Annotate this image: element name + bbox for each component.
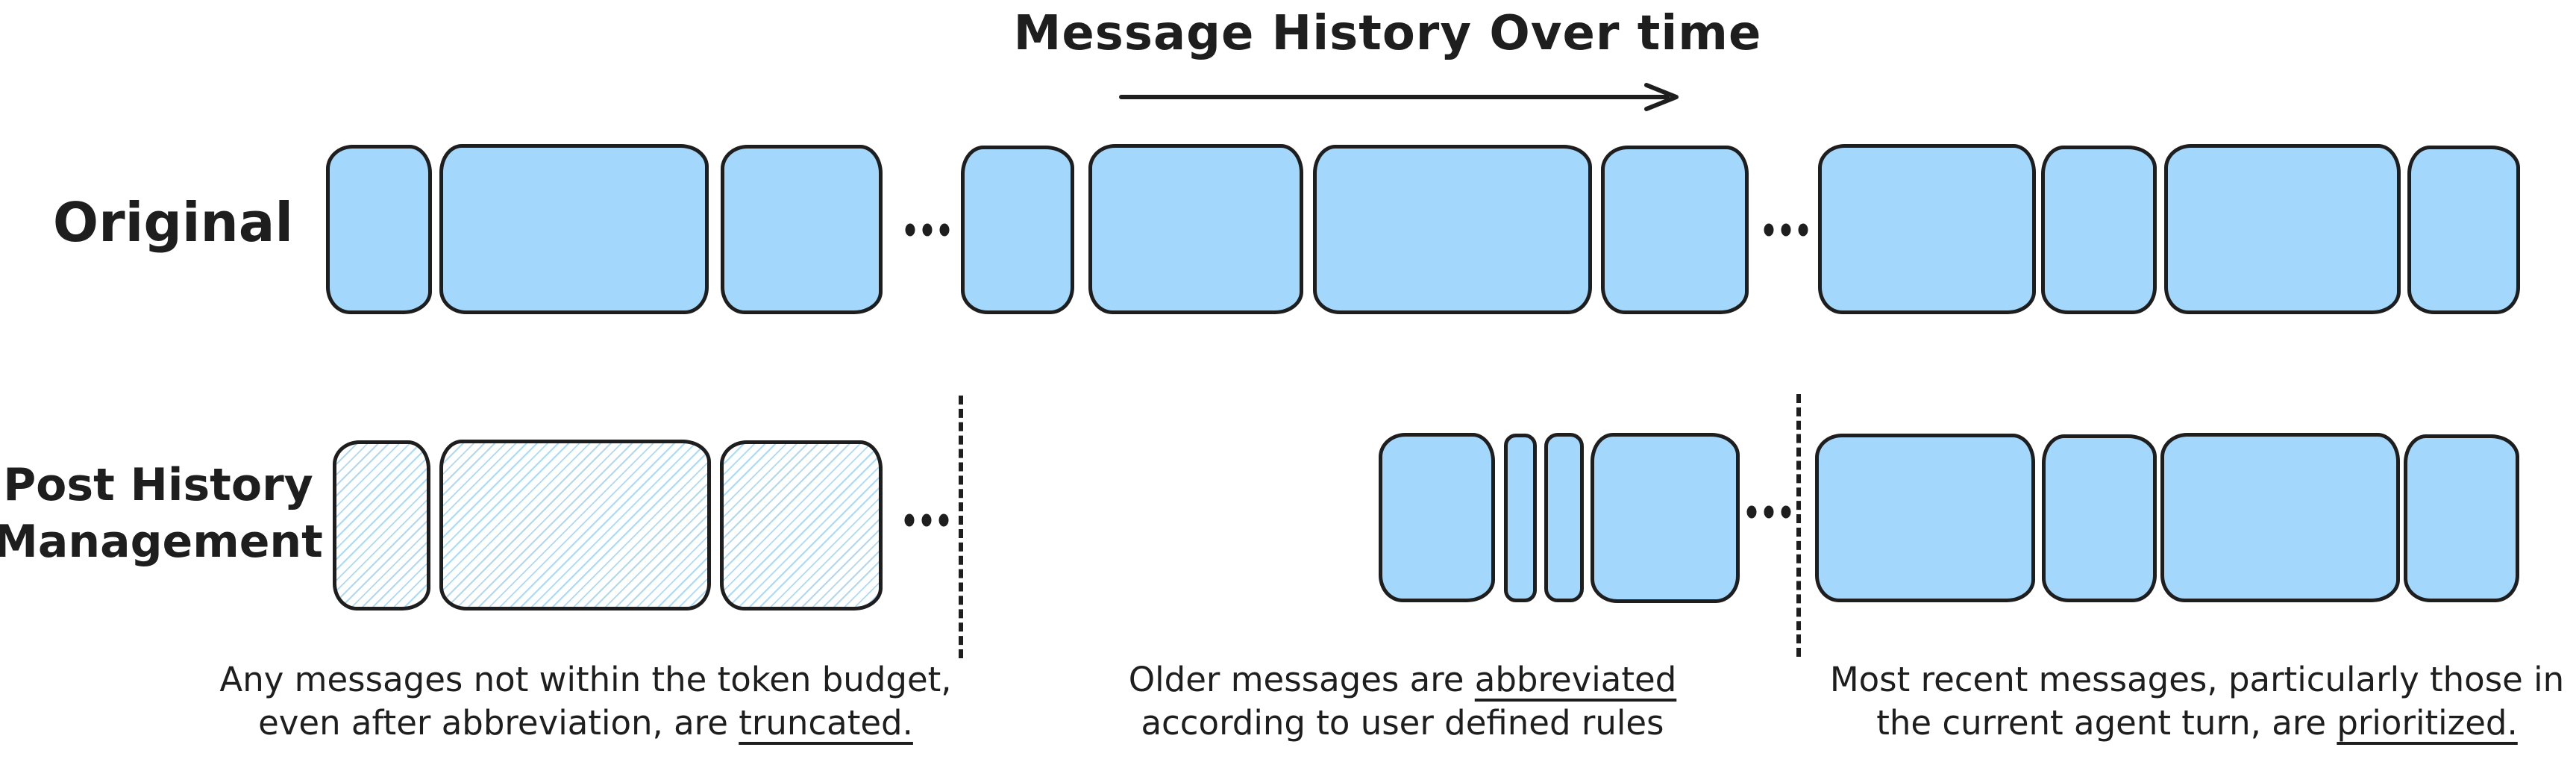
dot [921,513,932,527]
annotation-line: the current agent turn, are prioritized. [1830,702,2564,745]
annotation-text: the current agent turn, are [1876,703,2337,743]
dot [1764,505,1774,519]
dot [1781,223,1791,237]
annotation-line: Most recent messages, particularly those… [1830,658,2564,702]
annotation-underlined-text: prioritized. [2337,703,2518,743]
annotation-line: even after abbreviation, are truncated. [219,702,951,745]
annotation-truncated: Any messages not within the token budget… [219,658,951,745]
prioritized-message-box [1815,434,2035,602]
truncated-message-box [333,440,430,610]
annotation-abbreviated: Older messages are abbreviated according… [1129,658,1677,745]
diagram-title: Message History Over time [1013,6,1762,61]
annotation-text: Most recent messages, particularly those… [1829,660,2565,699]
dot [904,513,915,527]
dot [905,223,915,237]
abbreviated-message-box [1379,433,1495,602]
annotation-line: according to user defined rules [1129,702,1677,745]
prioritized-message-box [2160,433,2400,602]
message-box [439,144,709,314]
ellipsis-icon [1764,223,1808,237]
ellipsis-icon [905,223,950,237]
annotation-line: Older messages are abbreviated [1129,658,1677,702]
prioritized-message-box [2404,434,2519,602]
dot [939,223,950,237]
truncated-message-box [439,440,711,610]
row-label-post-line1: Post History [3,459,313,511]
ellipsis-icon [904,513,949,527]
dot [922,223,933,237]
ellipsis-icon [1746,505,1791,519]
truncated-message-box [720,440,883,610]
annotation-text: even after abbreviation, are [258,703,739,743]
abbreviated-message-box [1504,434,1537,602]
dot [1764,223,1774,237]
message-box [2041,146,2157,314]
message-box [1088,144,1303,314]
prioritized-message-box [2042,434,2157,602]
message-box [2164,144,2401,314]
dot [1798,223,1808,237]
dot [1746,505,1757,519]
annotation-underlined-text: abbreviated [1474,660,1677,699]
row-label-post-line2: Management [0,516,323,568]
annotation-underlined-text: truncated. [739,703,913,743]
truncation-boundary-line [959,396,963,658]
message-box [2407,146,2520,314]
abbreviated-message-box [1544,433,1584,602]
dot [1781,505,1791,519]
annotation-text: according to user defined rules [1141,703,1664,743]
message-box [721,145,883,314]
prioritization-boundary-line [1796,394,1801,657]
abbreviated-message-box [1591,433,1740,603]
dot [938,513,949,527]
row-label-original: Original [52,191,294,254]
annotation-text: Any messages not within the token budget… [219,660,952,699]
message-box [1313,145,1592,314]
message-box [961,146,1074,314]
message-box [1601,146,1749,314]
annotation-line: Any messages not within the token budget… [219,658,951,702]
message-box [326,145,432,314]
timeline-arrow-icon [1119,83,1679,111]
annotation-prioritized: Most recent messages, particularly those… [1830,658,2564,745]
message-box [1818,144,2036,314]
annotation-text: Older messages are [1128,660,1475,699]
row-label-post-history-management: Post History Management [0,457,323,570]
